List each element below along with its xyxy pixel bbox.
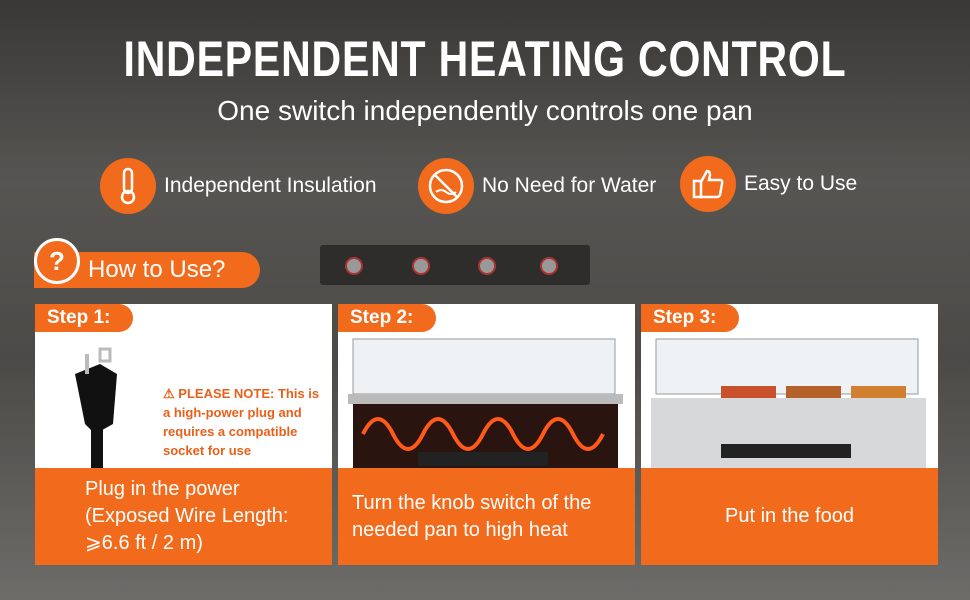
step-3-card: Step 3: Put in the food: [641, 304, 938, 565]
caption-line: needed pan to high heat: [352, 518, 568, 541]
plug-warning-note: ⚠ PLEASE NOTE: This is a high-power plug…: [163, 386, 320, 458]
background-knob: [345, 257, 363, 275]
caption-line: ⩾6.6 ft / 2 m): [85, 532, 203, 554]
thermometer-icon: [100, 158, 156, 214]
caption-line: Plug in the power: [85, 478, 240, 500]
subtitle: One switch independently controls one pa…: [217, 95, 753, 126]
step-2-card: Step 2: Turn the knob switch of the need…: [338, 304, 635, 565]
caption-line: Put in the food: [725, 505, 854, 527]
feature-label: Independent Insulation: [164, 174, 377, 197]
step-caption: Turn the knob switch of the needed pan t…: [338, 468, 635, 565]
feature-no-need-for-water: No Need for Water: [418, 158, 656, 214]
step-caption: Put in the food: [641, 468, 938, 565]
plug-image: [75, 347, 117, 468]
step-1-card: Step 1: ⚠ PLEASE NOTE: This is a high-po…: [35, 304, 332, 565]
note-text: PLEASE NOTE: This is a high-power plug a…: [163, 386, 320, 458]
food-warmer-heating-image: [348, 338, 623, 468]
step-label: Step 2:: [338, 304, 436, 332]
feature-easy-to-use: Easy to Use: [680, 156, 857, 212]
caption-line: (Exposed Wire Length:: [85, 505, 289, 527]
question-icon: ?: [34, 238, 80, 284]
how-to-label: How to Use?: [88, 256, 226, 283]
background-knob: [412, 257, 430, 275]
step-label: Step 1:: [35, 304, 133, 332]
background-knob: [540, 257, 558, 275]
feature-label: No Need for Water: [482, 174, 657, 197]
no-water-icon: [418, 158, 474, 214]
thumbs-up-icon: [680, 156, 736, 212]
caption-line: Turn the knob switch of the: [352, 491, 592, 514]
how-to-use-banner: How to Use?: [34, 252, 260, 288]
step-label: Step 3:: [641, 304, 739, 332]
page-title: INDEPENDENT HEATING CONTROL: [123, 31, 847, 87]
feature-independent-insulation: Independent Insulation: [100, 158, 377, 214]
step-caption: Plug in the power (Exposed Wire Length: …: [35, 468, 332, 565]
food-warmer-with-food-image: [651, 338, 926, 468]
feature-label: Easy to Use: [744, 172, 858, 195]
background-knob: [478, 257, 496, 275]
